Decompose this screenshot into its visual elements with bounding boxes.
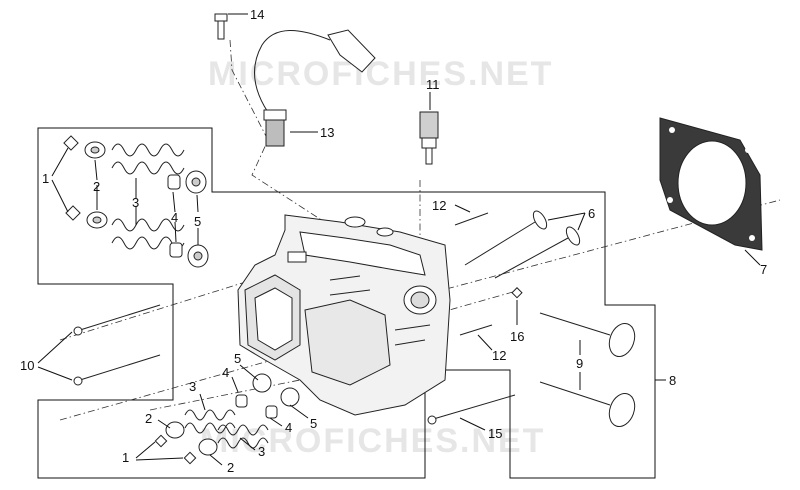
leader-lines — [37, 13, 761, 466]
head-gasket — [659, 117, 763, 251]
lower-valve-train — [154, 373, 300, 465]
callout-labels: 14 11 13 1 2 3 4 5 12 6 7 10 16 12 9 8 5… — [20, 7, 767, 475]
callout-5-upper: 5 — [194, 214, 201, 229]
cylinder-head — [237, 214, 451, 416]
studs-and-bolts — [73, 212, 523, 425]
callout-12-upper: 12 — [432, 198, 446, 213]
watermark-top: MICROFICHES.NET — [208, 55, 553, 93]
callout-10: 10 — [20, 358, 34, 373]
callout-2-upper: 2 — [93, 179, 100, 194]
callout-14: 14 — [250, 7, 264, 22]
callout-4-lower-b: 4 — [285, 420, 292, 435]
callout-11: 11 — [426, 77, 440, 92]
temperature-sensor — [419, 111, 439, 165]
callout-2-lower-b: 2 — [227, 460, 234, 475]
callout-3-lower-b: 3 — [258, 444, 265, 459]
callout-15: 15 — [488, 426, 502, 441]
watermark-bottom: MICROFICHES.NET — [200, 422, 545, 460]
callout-4-lower-a: 4 — [222, 365, 229, 380]
callout-4-upper: 4 — [171, 210, 178, 225]
callout-1-upper: 1 — [42, 171, 49, 186]
callout-9: 9 — [576, 356, 583, 371]
callout-13: 13 — [320, 125, 334, 140]
callout-3-lower-a: 3 — [189, 379, 196, 394]
valves — [464, 210, 636, 427]
callout-5-lower-a: 5 — [234, 351, 241, 366]
upper-valve-train — [63, 135, 209, 268]
callout-8: 8 — [669, 373, 676, 388]
bolt-14 — [214, 13, 228, 40]
callout-5-lower-b: 5 — [310, 416, 317, 431]
callout-1-lower: 1 — [122, 450, 129, 465]
callout-16: 16 — [510, 329, 524, 344]
sensor-cable — [254, 29, 376, 147]
callout-6: 6 — [588, 206, 595, 221]
callout-12-lower: 12 — [492, 348, 506, 363]
callout-3-upper: 3 — [132, 195, 139, 210]
group-frame — [37, 127, 656, 479]
callout-2-lower-a: 2 — [145, 411, 152, 426]
callout-7: 7 — [760, 262, 767, 277]
